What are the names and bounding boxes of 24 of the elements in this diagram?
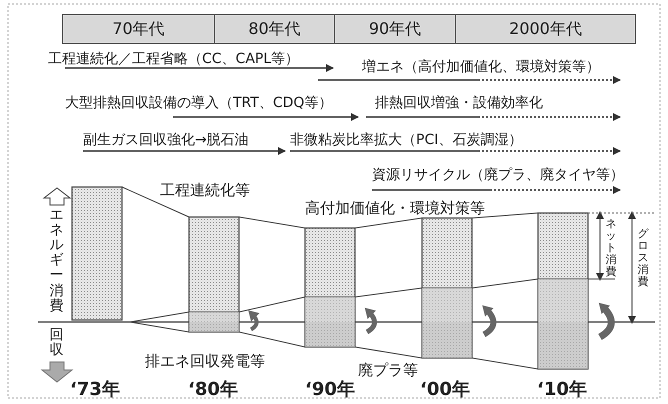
decade-header: 80年代 [214,14,335,44]
process-note: 非微粘炭比率拡大（PCI、石炭調湿） [290,133,522,148]
year-label: ‘90年 [305,380,355,400]
process-note: 大型排熱回収設備の導入（TRT、CDQ等） [65,96,332,112]
trend-label: 排エネ回収発電等 [145,353,265,370]
process-note: 資源リサイクル（廃プラ、廃タイヤ等） [372,168,624,184]
process-note: 工程連続化／工程省略（CC、CAPL等） [48,52,300,68]
dimension-label: ネット消費 [605,218,617,278]
trend-label: 工程連続化等 [160,182,250,198]
decade-header: 90年代 [334,14,456,44]
decade-header: 70年代 [62,14,215,44]
trend-label: 廃プラ等 [358,362,418,378]
year-label: ‘73年 [70,380,120,400]
dimension-label: グロス消費 [637,228,649,288]
axis-label: 回収 [49,328,64,358]
process-note: 排熱回収増強・設備効率化 [375,96,543,112]
process-note: 副生ガス回収強化→脱石油 [83,133,249,148]
process-note: 増エネ（高付加価値化、環境対策等） [362,60,600,76]
trend-label: 高付加価値化・環境対策等 [305,200,485,216]
axis-label: エネルギー消費 [49,208,64,314]
year-label: ‘00年 [420,380,470,400]
decade-header: 2000年代 [455,14,636,44]
year-label: ‘80年 [188,380,238,400]
year-label: ‘10年 [537,380,587,400]
